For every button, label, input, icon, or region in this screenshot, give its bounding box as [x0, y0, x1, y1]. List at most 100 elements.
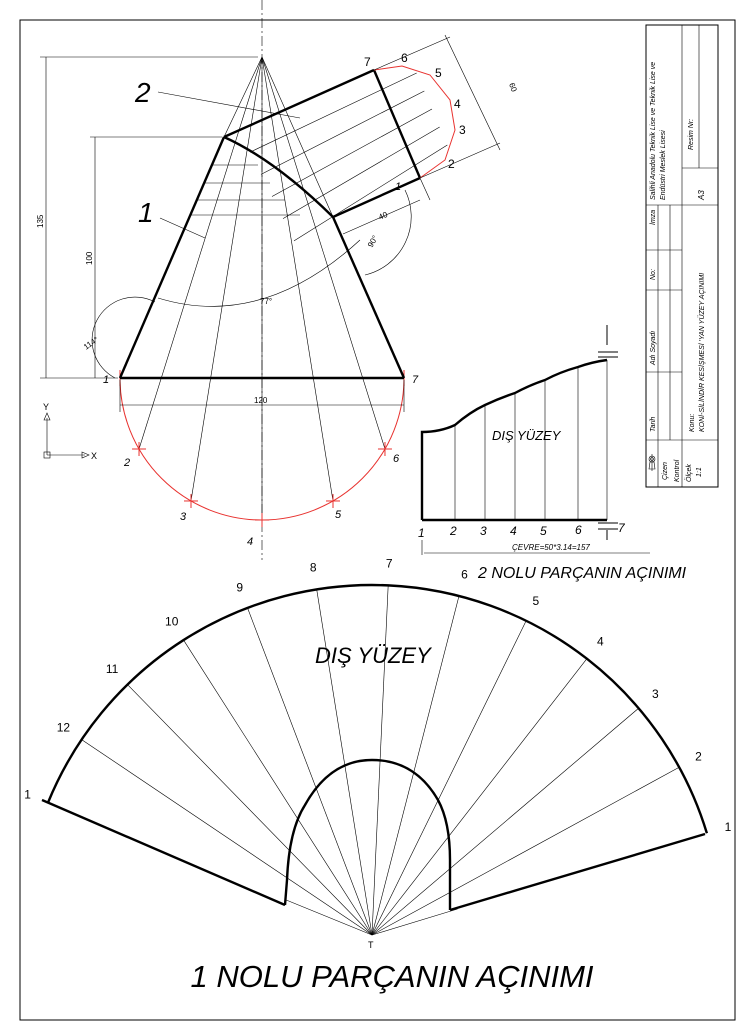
dev2-point-label: 4	[510, 524, 517, 538]
cyl-point-label: 7	[364, 55, 371, 69]
scale-value: 1:1	[696, 467, 703, 477]
dev2-surface-label: DIŞ YÜZEY	[492, 428, 562, 443]
drawing-no-label: Resim Nr:	[688, 119, 695, 150]
cylinder-bottom-edge	[332, 176, 421, 219]
drawn-label: Çizen	[662, 462, 669, 480]
dev1-point-label: 7	[386, 556, 393, 570]
sign-label: İmza	[649, 210, 657, 225]
dev1-point-label: 5	[533, 594, 540, 608]
dev2-point-labels: 1 2 3 4 5 6 7	[418, 521, 626, 540]
dev1-point-label: 8	[310, 561, 317, 575]
dim-100: 100	[85, 251, 94, 265]
dev2-point-label: 7	[618, 521, 626, 535]
cylinder-generator	[260, 90, 425, 175]
dev1-title: 1 NOLU PARÇANIN AÇINIMI	[190, 959, 593, 994]
cylinder-top-edge	[223, 68, 375, 139]
dim-angle-77: 77°	[260, 297, 272, 306]
dim-angle-114: 114°	[82, 335, 100, 352]
dev1-ray	[81, 739, 373, 936]
base-point-label: 5	[335, 509, 342, 521]
cone-left-upper	[223, 56, 263, 138]
dev1-ray	[371, 595, 460, 936]
dev1-ray	[371, 708, 639, 936]
base-point-label: 2	[123, 457, 130, 469]
dev1-ray	[183, 639, 373, 936]
cone-right-edge	[331, 216, 406, 379]
base-point-label: 7	[412, 374, 419, 386]
intersection-curve	[223, 135, 334, 218]
dev1-right-edge	[449, 832, 706, 912]
dev1-point-label: 1	[24, 787, 31, 801]
cylinder-generator	[282, 126, 440, 219]
break-marks	[598, 325, 618, 540]
cone-generators	[138, 56, 386, 520]
cone-horizontal-hatch	[190, 164, 300, 216]
cylinder-end-edge	[372, 69, 422, 179]
base-point-label: 1	[103, 374, 109, 386]
dev1-ray	[127, 684, 373, 936]
dev2-title: 2 NOLU PARÇANIN AÇINIMI	[477, 565, 687, 582]
dev1-ray	[247, 607, 373, 936]
dev1-point-label: 4	[597, 634, 604, 648]
axis-x-label: X	[91, 451, 97, 461]
dev1-point-label: 1	[725, 820, 732, 834]
cone-right-upper	[261, 56, 334, 218]
dev2-point-label: 6	[575, 523, 582, 537]
part-2-label: 2	[134, 77, 151, 108]
cyl-point-label: 5	[435, 66, 442, 80]
scale-label: Ölçek	[685, 464, 693, 482]
dev2-point-label: 5	[540, 524, 547, 538]
dev2-point-label: 1	[418, 526, 425, 540]
cone-generator	[190, 56, 263, 502]
dev1-ray	[286, 899, 373, 936]
part-1-label: 1	[138, 197, 154, 228]
projection-symbol-icon	[648, 454, 656, 471]
dev1-rays	[81, 585, 680, 936]
cylinder-generator	[293, 144, 448, 242]
ucs-axis-icon: Y X	[43, 402, 97, 461]
school-name: Salihli Anadolu Teknik Lise ve Teknik Li…	[650, 62, 657, 200]
name-label: Adı Soyadı	[650, 331, 657, 366]
front-view: 1 2 1 2 3 4 5 6 7 1 2 3 4 5 6 7	[36, 0, 519, 560]
dev1-point-label: 6	[461, 568, 468, 582]
cylinder-generators	[249, 72, 448, 242]
cylinder-generator	[271, 108, 433, 197]
dev1-left-edge	[41, 798, 286, 907]
sheet-border	[19, 19, 736, 1021]
dev2-circumference: ÇEVRE=50*3.14=157	[512, 543, 590, 552]
dim-40: 40	[377, 210, 389, 222]
dev2-point-label: 3	[480, 524, 487, 538]
subject-label: Konu:	[689, 414, 696, 432]
dim-60: 60	[507, 82, 519, 94]
cyl-point-label: 6	[401, 51, 408, 65]
cylinder-end-half-circle	[373, 65, 456, 179]
base-point-label: 6	[393, 453, 400, 465]
dev1-ray	[371, 766, 680, 936]
base-point-label: 3	[180, 511, 187, 523]
dev1-point-label: 3	[652, 687, 659, 701]
dev1-ray	[371, 908, 458, 936]
dev1-inner-curve	[283, 758, 452, 910]
dev1-apex-label: T	[368, 940, 374, 950]
dev1-point-label: 12	[57, 720, 71, 734]
dim-angle-90: 90°	[366, 234, 380, 249]
base-point-labels: 1 2 3 4 5 6 7	[103, 374, 419, 548]
axis-y-label: Y	[43, 402, 49, 412]
cylinder-generator	[249, 72, 417, 153]
dev1-ray	[371, 658, 588, 936]
subject-value: KONİ-SİLİNDİR KESİŞMESİ 'YAN YÜZEY AÇINI…	[698, 273, 706, 432]
dev1-ray	[316, 589, 373, 936]
cylinder-point-labels: 1 2 3 4 5 6 7	[364, 51, 466, 193]
cone-generator	[261, 56, 386, 450]
dev1-point-label: 9	[236, 580, 243, 594]
cyl-point-label: 1	[395, 181, 401, 193]
school-name-line2: Endüstri Meslek Lisesi	[660, 130, 667, 200]
dev1-point-label: 11	[106, 662, 119, 676]
cyl-point-label: 4	[454, 97, 461, 111]
dim-120: 120	[254, 396, 268, 405]
cone-left-edge	[118, 136, 226, 379]
title-block: Salihli Anadolu Teknik Lise ve Teknik Li…	[645, 24, 719, 488]
paper-size: A3	[697, 190, 706, 201]
